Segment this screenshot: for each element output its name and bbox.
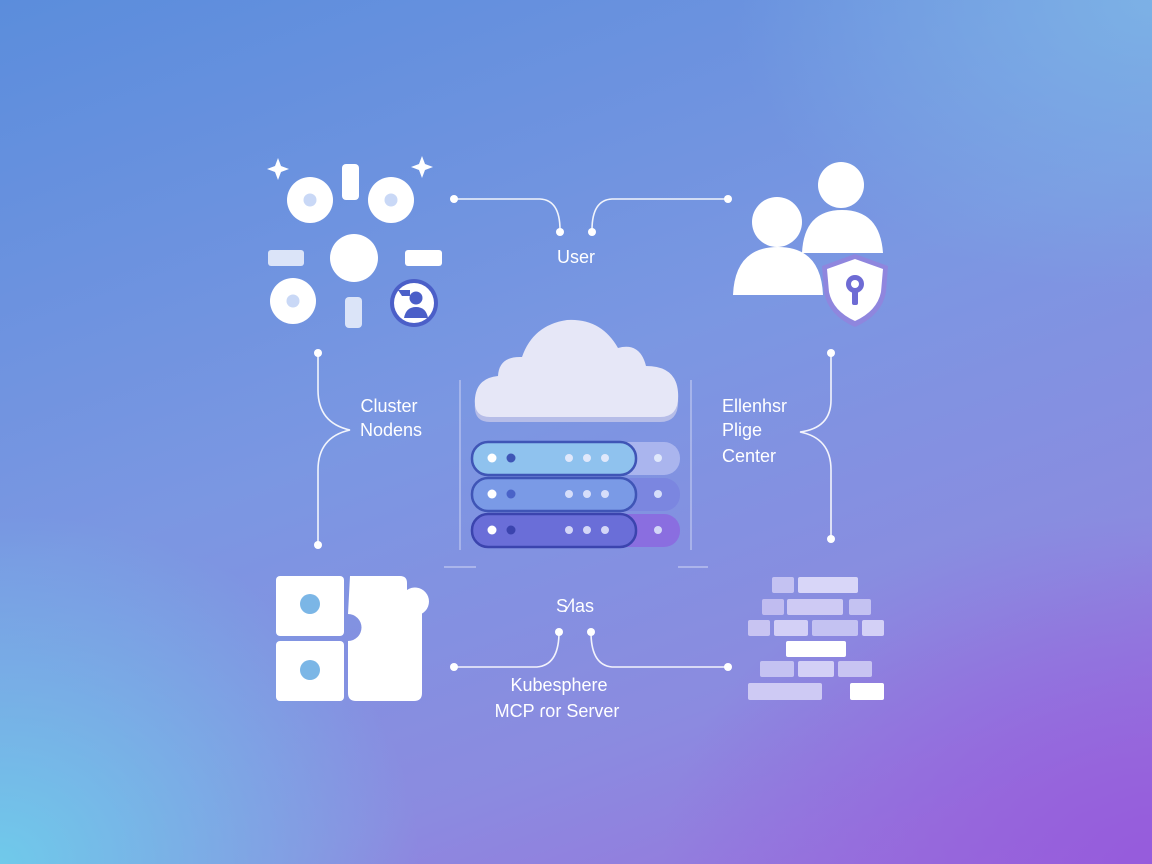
label-server-line1: Kubesphere (510, 675, 607, 695)
brick-wall-icon (748, 577, 884, 700)
label-center-line2: Plige (722, 420, 762, 440)
server-slot (470, 512, 680, 549)
connector-top-left (454, 198, 561, 231)
node-bar (405, 250, 442, 266)
label-server-line2: MCP ɾor Server (495, 701, 620, 721)
user-avatar-icon (390, 279, 438, 327)
user-group-icon (733, 162, 883, 295)
label-cluster-line1: Cluster (360, 396, 417, 416)
server-slot (470, 476, 680, 513)
connector-bottom-right (590, 631, 728, 668)
sparkle-icon (267, 158, 289, 180)
shield-keyhole-icon (822, 254, 888, 327)
sparkle-icon (411, 156, 433, 178)
label-center-line3: Center (722, 446, 776, 466)
server-slot (470, 440, 680, 477)
label-cluster-line2: Nodens (360, 420, 422, 440)
label-bottom-top: S⁄las (556, 596, 594, 616)
node-bar (268, 250, 304, 266)
puzzle-icon (276, 576, 429, 701)
node-circle-center (330, 234, 378, 282)
connector-lines (317, 198, 832, 668)
cloud-icon (474, 319, 679, 422)
node-bar (345, 297, 362, 328)
connector-left (317, 353, 351, 545)
node-bar (342, 164, 359, 200)
connector-endpoints (314, 195, 835, 671)
connector-bottom-left (454, 631, 560, 668)
connector-right (799, 353, 832, 539)
connector-top-right (591, 198, 728, 231)
label-user: User (557, 247, 595, 267)
label-center-line1: Ellenhsr (722, 396, 787, 416)
server-rack-icon (444, 380, 708, 568)
cluster-nodes-icon (267, 156, 442, 328)
